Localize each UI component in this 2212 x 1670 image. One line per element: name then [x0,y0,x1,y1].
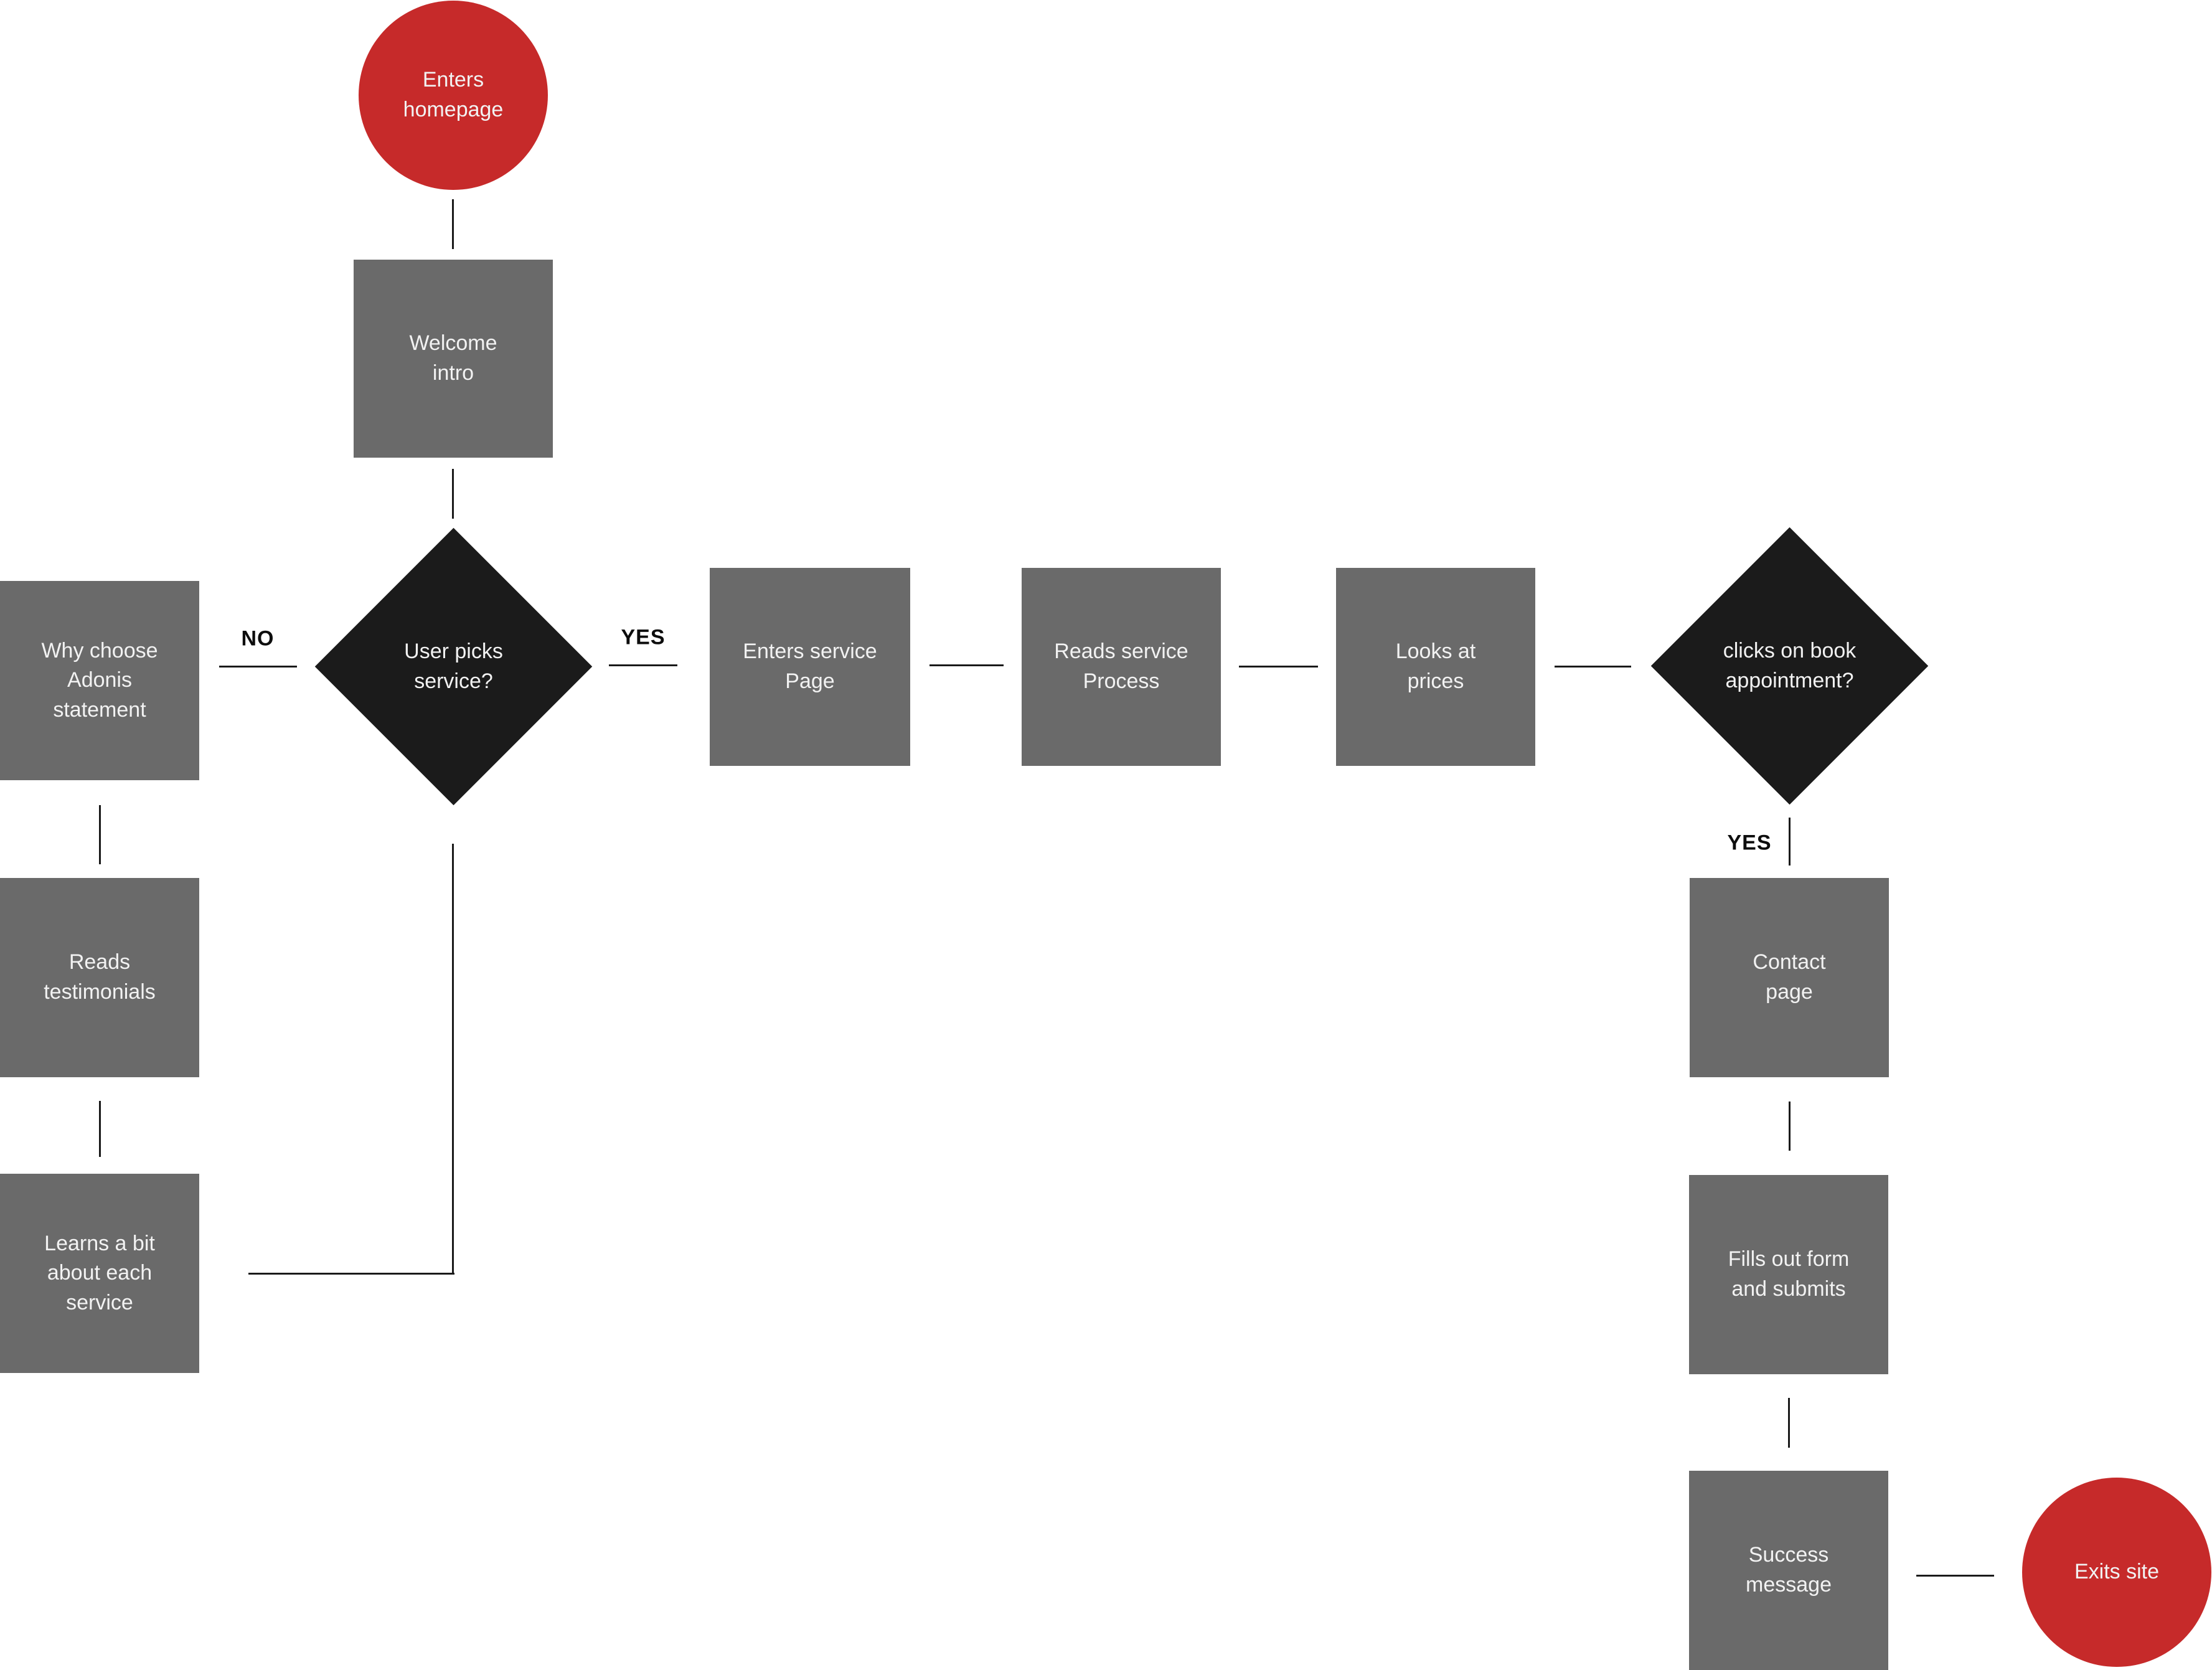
process-contact-page: Contact page [1690,878,1889,1077]
decision-clicks-book-appointment-label-wrap: clicks on book appointment? [1692,568,1888,764]
process-success-message: Success message [1689,1471,1888,1670]
start-enters-homepage-label: Enters homepage [403,68,504,121]
process-contact-page-label: Contact page [1753,950,1826,1004]
line-success-to-exit [1916,1574,1994,1577]
end-exits-site-label: Exits site [2074,1560,2160,1584]
process-looks-at-prices: Looks at prices [1336,568,1535,766]
line-whychoose-to-testimonials [98,805,101,864]
line-yes-branch [609,664,677,666]
decision-user-picks-service-label-wrap: User picks service? [355,568,552,765]
process-why-choose-adonis-label: Why choose Adonis statement [41,638,158,722]
edge-label-no: NO [241,626,275,651]
start-enters-homepage: Enters homepage [359,1,548,190]
line-process-to-prices [1239,665,1318,668]
line-form-to-success [1787,1398,1790,1448]
process-reads-testimonials: Reads testimonials [0,878,199,1077]
line-prices-to-decision [1555,665,1631,668]
decision-clicks-book-appointment: clicks on book appointment? [1650,527,1928,804]
process-success-message-label: Success message [1746,1543,1832,1597]
line-testimonials-to-learns [98,1101,101,1157]
line-decision-to-contact [1788,818,1791,866]
process-looks-at-prices-label: Looks at prices [1395,639,1476,693]
process-enters-service-page: Enters service Page [710,568,910,766]
line-homepage-to-welcome [451,199,454,249]
line-learns-elbow-horizontal [248,1272,454,1275]
process-reads-service-process-label: Reads service Process [1054,639,1188,693]
line-no-branch [219,665,297,668]
process-enters-service-page-label: Enters service Page [743,639,877,693]
decision-user-picks-service-label: User picks service? [403,639,503,692]
process-learns-services-label: Learns a bit about each service [44,1231,155,1314]
line-contact-to-form [1788,1102,1791,1151]
edge-label-yes-2: YES [1727,831,1772,855]
decision-user-picks-service: User picks service? [314,527,592,805]
line-elbow-to-decision-vertical [451,844,454,1273]
process-why-choose-adonis: Why choose Adonis statement [0,581,199,780]
process-welcome-intro-label: Welcome intro [409,331,497,385]
process-fills-out-form-label: Fills out form and submits [1728,1247,1850,1301]
end-exits-site: Exits site [2022,1478,2211,1667]
decision-clicks-book-appointment-label: clicks on book appointment? [1723,638,1856,692]
process-fills-out-form: Fills out form and submits [1689,1175,1888,1374]
process-welcome-intro: Welcome intro [354,260,553,458]
line-welcome-to-decision [451,469,454,519]
process-learns-services: Learns a bit about each service [0,1174,199,1373]
process-reads-service-process: Reads service Process [1022,568,1221,766]
process-reads-testimonials-label: Reads testimonials [44,950,156,1004]
line-servicepage-to-process [930,664,1004,666]
edge-label-yes-1: YES [621,625,666,649]
